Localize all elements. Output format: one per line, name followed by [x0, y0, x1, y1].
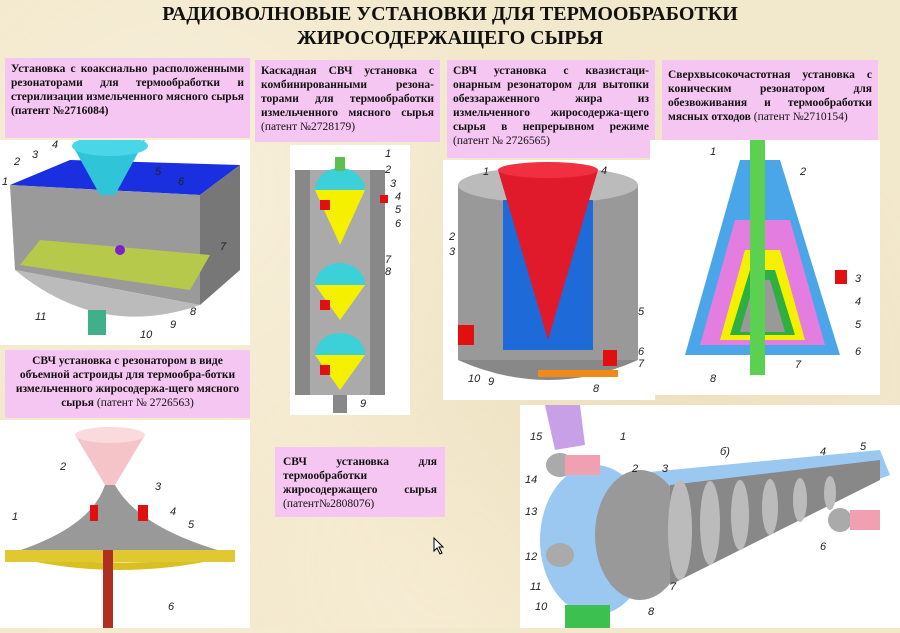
part-number-label: 6 [178, 176, 185, 188]
part-number-label: 15 [530, 431, 543, 443]
part-number-label: 2 [384, 164, 391, 176]
part-number-label: 9 [170, 319, 176, 331]
caption-text: Сверхвысокочастотная установка с коничес… [668, 69, 872, 123]
caption-patent: (патент № 2726565) [453, 135, 550, 147]
part-number-label: 2 [448, 231, 455, 243]
title-line-2: ЖИРОСОДЕРЖАЩЕГО СЫРЬЯ [296, 27, 604, 49]
title-line-1: РАДИОВОЛНОВЫЕ УСТАНОВКИ ДЛЯ ТЕРМООБРАБОТ… [162, 3, 738, 25]
part-number-label: 10 [140, 329, 153, 341]
caption-patent: (патент№2808076) [283, 498, 375, 510]
part-number-labels: 123 4 5 6 7 8 9 10 11 [2, 139, 227, 341]
caption-fat-unit: СВЧ установка для термообработки жиросод… [275, 447, 445, 517]
part-number-label: 8 [385, 266, 392, 278]
part-number-label: 3 [662, 463, 669, 475]
mouse-cursor-icon [433, 536, 445, 560]
part-number-label: 2 [13, 156, 20, 168]
part-number-label: 6 [395, 218, 402, 230]
caption-text: СВЧ установка с резонатором в виде объем… [15, 355, 240, 409]
part-number-label: 13 [525, 506, 538, 518]
part-number-label: 3 [32, 149, 39, 161]
part-number-label: 8 [710, 373, 717, 385]
caption-text: Установка с коаксиально расположенными р… [11, 63, 244, 117]
part-number-label: 14 [525, 474, 537, 486]
caption-patent: (патент №2710154) [753, 111, 848, 123]
part-number-label: 2 [631, 463, 638, 475]
part-number-label: 3 [855, 273, 862, 285]
part-number-label: 2 [799, 166, 806, 178]
part-number-label: 6 [638, 346, 645, 358]
part-number-label: 6 [855, 346, 862, 358]
part-number-label: 7 [670, 581, 677, 593]
part-number-label: 2 [59, 461, 66, 473]
part-number-label: 3 [390, 178, 397, 190]
part-number-label: 5 [395, 204, 402, 216]
part-number-label: 8 [648, 606, 655, 618]
part-number-label: 9 [488, 376, 494, 388]
part-number-label: 4 [395, 191, 401, 203]
caption-astroid: СВЧ установка с резонатором в виде объем… [5, 350, 250, 418]
part-number-label: 4 [601, 165, 607, 177]
part-number-label: 11 [530, 581, 541, 593]
part-number-label: 6 [820, 541, 827, 553]
part-number-label: 4 [52, 140, 58, 151]
part-number-label: 7 [385, 254, 392, 266]
caption-text: Каскадная СВЧ установка с комбинированны… [261, 65, 434, 119]
part-number-label: 12 [525, 551, 537, 563]
caption-cascade: Каскадная СВЧ установка с комбинированны… [255, 60, 440, 142]
caption-coaxial: Установка с коаксиально расположенными р… [5, 58, 250, 138]
part-number-label: 5 [855, 319, 862, 331]
part-number-label: 1 [710, 146, 716, 158]
part-number-label: 5 [188, 519, 195, 531]
part-number-label: 3 [449, 246, 456, 258]
part-number-label: 1 [12, 511, 18, 523]
part-number-label: 8 [593, 383, 600, 395]
part-number-label: 1 [620, 431, 626, 443]
part-number-label: 5 [860, 441, 867, 453]
caption-text: СВЧ установка для термообработки жиросод… [283, 456, 437, 496]
caption-patent: (патент №2728179) [261, 121, 356, 133]
part-number-label: 11 [35, 311, 46, 323]
part-number-label: 1 [483, 166, 489, 178]
part-number-label: б) [720, 446, 730, 458]
part-number-label: 10 [535, 601, 548, 613]
part-number-label: 4 [820, 446, 826, 458]
part-number-label: 1 [2, 176, 8, 188]
part-number-label: 3 [155, 481, 162, 493]
caption-patent: (патент № 2726563) [96, 397, 194, 409]
part-number-label: 4 [170, 506, 176, 518]
caption-text: СВЧ установка с квазистаци-онарным резон… [453, 65, 649, 133]
part-number-label: 6 [168, 601, 175, 613]
part-number-label: 7 [795, 359, 802, 371]
part-number-label: 1 [385, 148, 391, 160]
caption-conical: Сверхвысокочастотная установка с коничес… [662, 60, 878, 140]
part-number-label: 7 [638, 358, 645, 370]
part-number-label: 5 [638, 306, 645, 318]
part-number-label: 8 [190, 306, 197, 318]
slide-title: РАДИОВОЛНОВЫЕ УСТАНОВКИ ДЛЯ ТЕРМООБРАБОТ… [60, 2, 840, 50]
caption-quasistationary: СВЧ установка с квазистаци-онарным резон… [447, 60, 655, 158]
part-number-label: 5 [155, 166, 162, 178]
part-number-label: 7 [220, 241, 227, 253]
part-number-label: 4 [855, 296, 861, 308]
part-number-label: 10 [468, 373, 481, 385]
part-number-label: 9 [360, 398, 366, 410]
diagram-conical: 1 2 3 4 5 6 7 8 [650, 140, 880, 395]
